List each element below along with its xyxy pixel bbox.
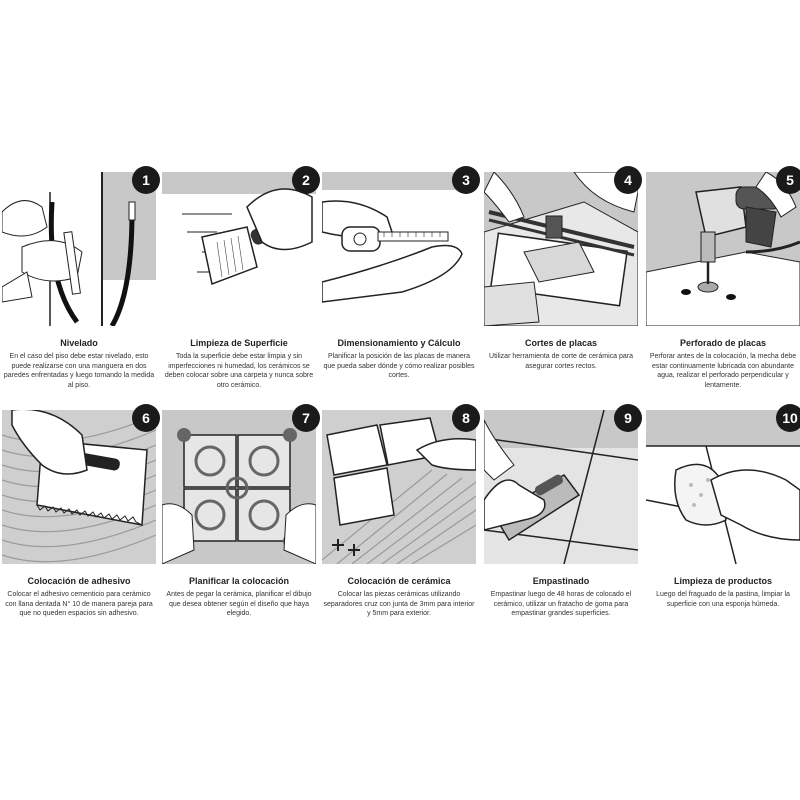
tile-pattern-icon (162, 410, 316, 564)
step-title: Cortes de placas (524, 338, 598, 348)
step-title: Perforado de placas (679, 338, 767, 348)
step-description: Colocar el adhesivo cementicio para cerá… (5, 591, 153, 617)
step-title: Colocación de adhesivo (27, 576, 131, 586)
step-number-badge: 1 (132, 166, 160, 194)
scraper-icon (162, 172, 316, 326)
step-title: Colocación de cerámica (347, 576, 451, 586)
step-title: Empastinado (532, 576, 590, 586)
step-number-badge: 3 (452, 166, 480, 194)
step-title: Nivelado (60, 338, 98, 348)
notched-trowel-icon (2, 410, 156, 564)
step-number-badge: 10 (776, 404, 800, 432)
step-description: Utilizar herramienta de corte de cerámic… (489, 353, 633, 370)
step-description: Perforar antes de la colocación, la mech… (649, 353, 797, 389)
step-description: Planificar la posición de las placas de … (323, 353, 475, 379)
step-title: Dimensionamiento y Cálculo (337, 338, 461, 348)
measuring-tape-icon (322, 172, 476, 326)
grout-float-icon (484, 410, 638, 564)
step-number-badge: 8 (452, 404, 480, 432)
drill-icon (646, 172, 800, 326)
step-description: Antes de pegar la cerámica, planificar e… (166, 591, 312, 617)
tile-placing-icon (322, 410, 476, 564)
step-title: Limpieza de productos (673, 576, 772, 586)
step-description: Colocar las piezas cerámicas utilizando … (323, 591, 475, 617)
sponge-icon (646, 410, 800, 564)
step-description: Luego del fraguado de la pastina, limpia… (656, 591, 790, 608)
step-description: Toda la superficie debe estar limpia y s… (164, 353, 314, 389)
tile-cutter-icon (484, 172, 638, 326)
step-title: Planificar la colocación (188, 576, 290, 586)
step-number-badge: 6 (132, 404, 160, 432)
step-number-badge: 5 (776, 166, 800, 194)
step-description: En el caso del piso debe estar nivelado,… (3, 353, 155, 389)
step-title: Limpieza de Superficie (190, 338, 288, 348)
step-description: Empastinar luego de 48 horas de colocado… (490, 591, 632, 617)
step-number-badge: 4 (614, 166, 642, 194)
step-number-badge: 2 (292, 166, 320, 194)
leveling-hose-icon (2, 172, 156, 326)
step-number-badge: 9 (614, 404, 642, 432)
step-number-badge: 7 (292, 404, 320, 432)
